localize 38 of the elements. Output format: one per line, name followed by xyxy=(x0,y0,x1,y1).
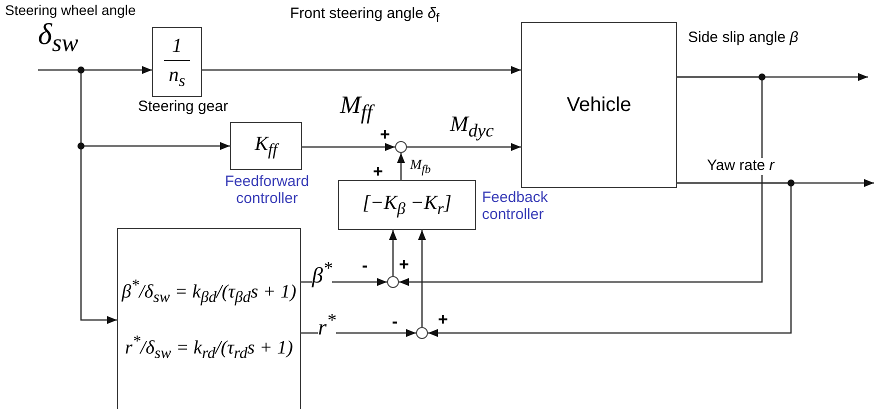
plant-box xyxy=(521,22,677,188)
signal-arrow xyxy=(399,76,763,286)
sign-label: + xyxy=(380,126,390,145)
signal-label: Yaw rate r xyxy=(707,158,774,174)
transfer-function: r$^{*}$/δ$_{sw}$ = k$_{rd}$/(τ$_{rd}$s + 1) xyxy=(125,333,293,364)
gain-formula: [−K$_{β}$ −K$_{r}$] xyxy=(362,192,452,218)
signal-arrow xyxy=(38,66,152,74)
sign-label: + xyxy=(399,256,409,275)
summing-junction xyxy=(416,327,428,339)
block-box xyxy=(230,122,302,170)
denominator: n$_{s}$ xyxy=(168,62,186,92)
block-box xyxy=(338,180,476,230)
controller-caption: Feedforward controller xyxy=(224,174,310,207)
sign-label: + xyxy=(438,311,448,330)
sign-label: - xyxy=(392,313,398,332)
signal-arrow xyxy=(418,230,426,327)
block-title: Vehicle xyxy=(566,94,632,116)
summing-junction xyxy=(395,141,407,153)
signal-arrow xyxy=(428,182,792,337)
controller-caption: Feedback controller xyxy=(482,190,549,223)
summing-junction xyxy=(387,276,399,288)
block-caption: Steering gear xyxy=(138,99,228,116)
transfer-function: β$^{*}$/δ$_{sw}$ = k$_{βd}$/(τ$_{βd}$s + 1) xyxy=(122,277,296,308)
signal-label: Side slip angle β xyxy=(688,30,798,46)
signal-arrow xyxy=(202,66,521,74)
sign-label: - xyxy=(362,257,368,276)
input-symbol: δ$_{sw}$ xyxy=(38,18,78,58)
block-box xyxy=(117,228,301,409)
signal-label: M$_{fb}$ xyxy=(410,158,431,177)
sign-label: + xyxy=(373,163,383,182)
signal-arrow xyxy=(407,143,521,151)
gain-formula: K$_{ff}$ xyxy=(254,132,278,160)
numerator: 1 xyxy=(164,32,190,61)
input-label: Steering wheel angle xyxy=(5,3,136,18)
signal-arrow xyxy=(389,230,397,276)
signal-arrow xyxy=(397,153,405,180)
block-box xyxy=(152,27,202,97)
signal-arrow xyxy=(302,143,395,151)
